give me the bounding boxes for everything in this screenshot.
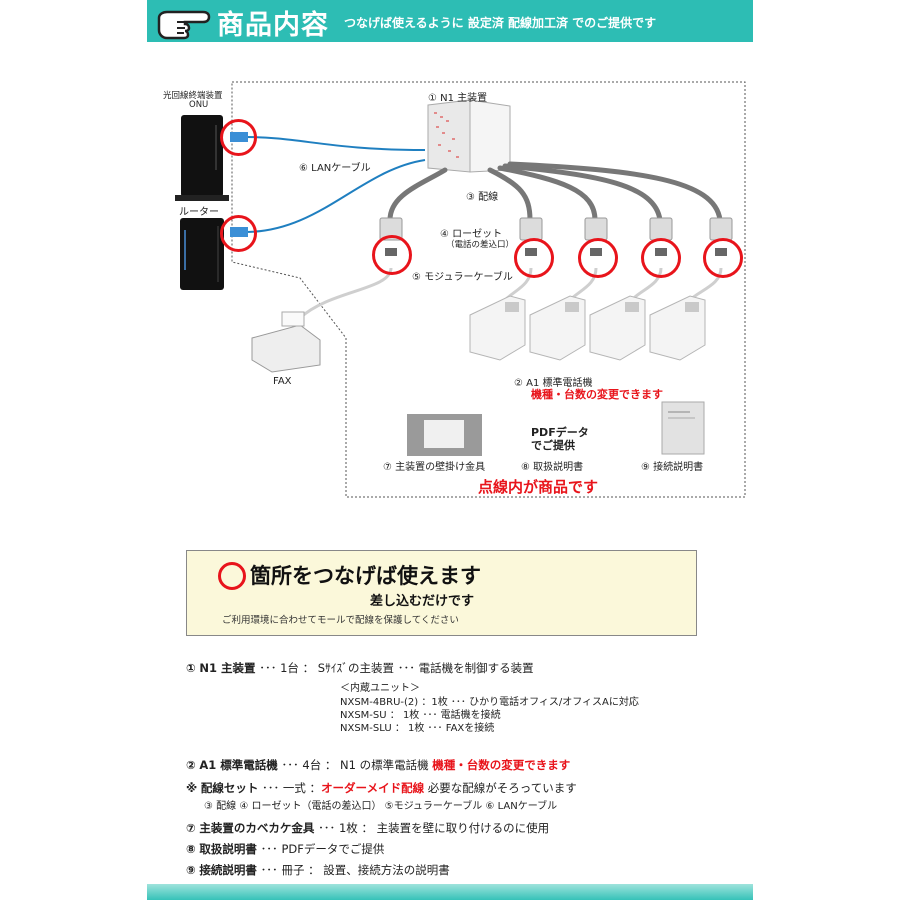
page-subtitle: つなげば使えるように 設定済 配線加工済 でのご提供です [344,16,657,30]
detail-item-7: ⑦ 主装置のカベカケ金具 ･･･ 1枚 ： 主装置を壁に取り付けるのに使用 [186,821,550,835]
item6-label: ⑥ LANケーブル [299,163,371,174]
item3-label: ③ 配線 [466,192,499,203]
connection-circle-phone-4 [703,238,743,278]
detail-item-1-unit-head: ＜内蔵ユニット＞ [340,683,420,694]
item4-sub: （電話の差込口） [446,240,515,250]
item9-label: ⑨ 接続説明書 [641,462,704,473]
onu-label: 光回線終端装置 [163,91,223,101]
page-title: 商品内容 [217,10,329,41]
connect-box-title: 箇所をつなげば使えます [250,564,481,588]
connection-circle-phone-1 [514,238,554,278]
product-note: 点線内が商品です [478,478,599,496]
detail-item-1-unit-2: NXSM-SU ： 1枚 ･･･ 電話機を接続 [340,710,501,721]
detail-item-wiring: ※ 配線セット ･･･ 一式 ：オーダーメイド配線 必要な配線がそろっています [186,781,577,795]
item2-label: ② A1 標準電話機 [514,378,593,389]
item5-label: ⑤ モジュラーケーブル [412,272,513,283]
header-banner: 商品内容 つなげば使えるように 設定済 配線加工済 でのご提供です [147,0,753,42]
fax-label: FAX [273,376,292,387]
connect-box-note: ご利用環境に合わせてモールで配線を保護してください [222,615,459,626]
pointing-hand-icon [157,10,211,40]
onu-label-short: ONU [189,100,209,110]
connection-circle-router [220,215,257,252]
detail-item-9: ⑨ 接続説明書 ･･･ 冊子 ： 設置、接続方法の説明書 [186,863,450,877]
router-label: ルーター [179,207,219,218]
item8-label: ⑧ 取扱説明書 [521,462,584,473]
pdf-label: PDFデータ [531,426,589,439]
connection-circle-onu [220,119,257,156]
connection-circle-fax [372,235,412,275]
detail-item-2: ② A1 標準電話機 ･･･ 4台 ： N1 の標準電話機 機種・台数の変更でき… [186,758,571,772]
detail-item-8: ⑧ 取扱説明書 ･･･ PDFデータでご提供 [186,842,385,856]
detail-item-1: ① N1 主装置 ･･･ 1台 ： Sｻｲｽﾞの主装置 ･･･ 電話機を制御する… [186,661,534,675]
detail-item-1-unit-1: NXSM-4BRU-(2) ：1枚 ･･･ ひかり電話オフィス/オフィスAに対応 [340,697,639,708]
connection-circle-phone-2 [578,238,618,278]
item4-label: ④ ローゼット [440,229,503,240]
item1-label: ① N1 主装置 [428,93,488,104]
item2-note: 機種・台数の変更できます [531,388,663,401]
item7-label: ⑦ 主装置の壁掛け金具 [383,462,486,473]
detail-item-1-unit-3: NXSM-SLU ： 1枚 ･･･ FAXを接続 [340,723,495,734]
footer-bar [147,884,753,900]
detail-item-wiring-sub: ③ 配線 ④ ローゼット（電話の差込口） ⑤モジュラーケーブル ⑥ LANケーブ… [204,801,558,812]
pdf-label-2: でご提供 [531,439,575,452]
connect-box-subtitle: 差し込むだけです [370,594,475,609]
circle-mark-icon [218,562,246,590]
connect-info-box [186,550,697,636]
connection-circle-phone-3 [641,238,681,278]
